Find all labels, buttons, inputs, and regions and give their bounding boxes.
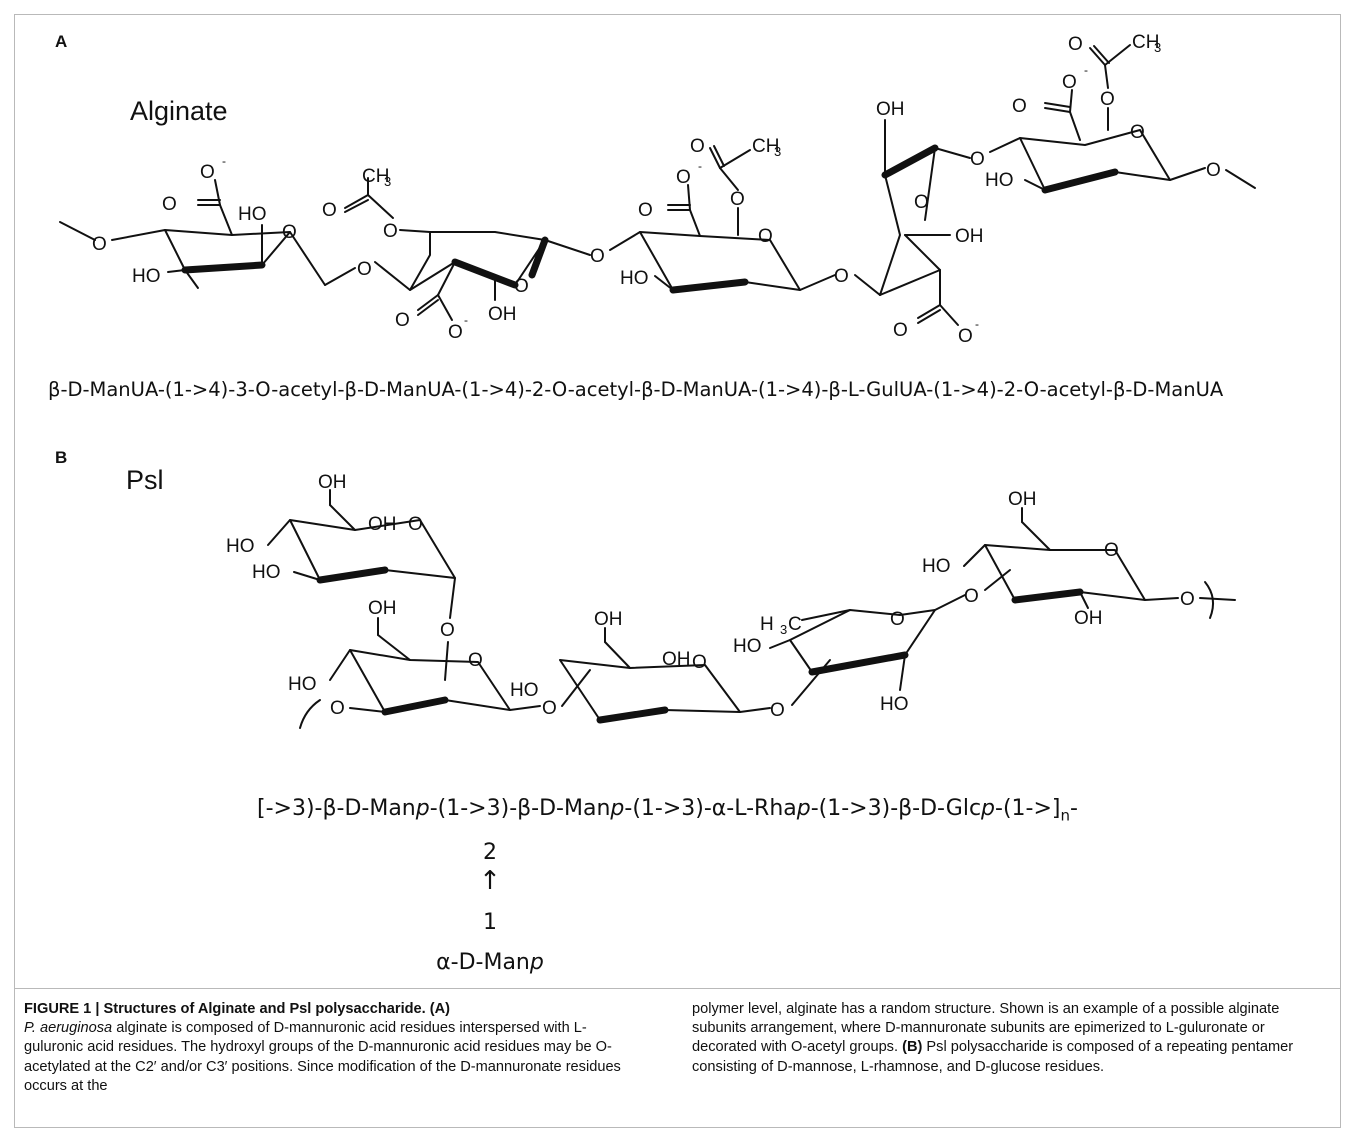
svg-text:O: O: [1062, 72, 1077, 93]
svg-text:HO: HO: [880, 694, 909, 715]
svg-text:O: O: [440, 620, 455, 641]
svg-text:O: O: [322, 200, 337, 221]
svg-text:O: O: [1104, 540, 1119, 561]
svg-text:O: O: [542, 698, 557, 719]
caption-rule: [14, 988, 1341, 989]
alginate-title: Alginate: [130, 96, 228, 126]
svg-text:O: O: [638, 200, 653, 221]
svg-text:O: O: [514, 276, 529, 297]
svg-text:O: O: [330, 698, 345, 719]
svg-text:O: O: [448, 322, 463, 343]
svg-text:OH: OH: [955, 226, 984, 247]
branch-sugar: α-D-Manp: [436, 950, 544, 975]
svg-text:O: O: [970, 149, 985, 170]
svg-text:OH: OH: [488, 304, 517, 325]
svg-text:OH: OH: [594, 609, 623, 630]
svg-text:O: O: [162, 194, 177, 215]
svg-text:HO: HO: [733, 636, 762, 657]
svg-text:OH: OH: [1008, 489, 1037, 510]
svg-text:HO: HO: [922, 556, 951, 577]
branch-arrow-icon: ↑: [479, 866, 501, 896]
atom-o: O: [92, 234, 107, 255]
svg-text:O: O: [964, 586, 979, 607]
svg-text:O: O: [834, 266, 849, 287]
alginate-sequence: β-D-ManUA-(1->4)-3-O-acetyl-β-D-ManUA-(1…: [48, 378, 1224, 401]
svg-text:-: -: [1084, 63, 1088, 77]
branch-position-top: 2: [483, 840, 497, 865]
svg-text:-: -: [975, 317, 979, 331]
svg-text:HO: HO: [132, 266, 161, 287]
panel-b-label: B: [55, 448, 68, 467]
svg-text:O: O: [690, 136, 705, 157]
caption-column-2: polymer level, alginate has a random str…: [692, 1001, 1294, 1075]
svg-text:O: O: [890, 609, 905, 630]
svg-text:H: H: [760, 614, 774, 635]
svg-text:HO: HO: [985, 170, 1014, 191]
psl-title: Psl: [126, 465, 164, 495]
svg-text:O: O: [590, 246, 605, 267]
svg-text:-: -: [222, 154, 226, 168]
svg-text:CH: CH: [1132, 32, 1159, 53]
svg-text:O: O: [1012, 96, 1027, 117]
svg-text:OH: OH: [368, 514, 397, 535]
figure-frame: [14, 14, 1341, 1128]
svg-text:OH: OH: [662, 649, 691, 670]
caption-column-1: FIGURE 1 | Structures of Alginate and Ps…: [24, 1001, 621, 1094]
svg-text:OH: OH: [318, 472, 347, 493]
svg-text:HO: HO: [238, 204, 267, 225]
svg-text:O: O: [395, 310, 410, 331]
svg-text:HO: HO: [252, 562, 281, 583]
psl-sequence: [->3)-β-D-Manp-(1->3)-β-D-Manp-(1->3)-α-…: [257, 796, 1078, 825]
svg-text:O: O: [692, 652, 707, 673]
svg-text:O: O: [1068, 34, 1083, 55]
svg-text:-: -: [464, 313, 468, 327]
svg-text:OH: OH: [368, 598, 397, 619]
svg-text:-: -: [698, 159, 702, 173]
svg-text:3: 3: [774, 144, 781, 159]
svg-text:O: O: [758, 226, 773, 247]
svg-text:OH: OH: [1074, 608, 1103, 629]
svg-text:O: O: [1130, 122, 1145, 143]
svg-text:O: O: [893, 320, 908, 341]
svg-text:3: 3: [1154, 40, 1161, 55]
svg-text:HO: HO: [620, 268, 649, 289]
svg-text:O: O: [770, 700, 785, 721]
svg-text:HO: HO: [510, 680, 539, 701]
branch-position-bottom: 1: [483, 910, 497, 935]
svg-text:O: O: [1100, 89, 1115, 110]
panel-a-label: A: [55, 32, 68, 51]
svg-text:O: O: [468, 650, 483, 671]
svg-text:CH: CH: [752, 136, 779, 157]
svg-text:O: O: [676, 167, 691, 188]
svg-text:O: O: [1206, 160, 1221, 181]
svg-text:O: O: [383, 221, 398, 242]
svg-text:HO: HO: [288, 674, 317, 695]
svg-text:3: 3: [780, 622, 787, 637]
svg-text:OH: OH: [876, 99, 905, 120]
svg-text:HO: HO: [226, 536, 255, 557]
svg-text:O: O: [200, 162, 215, 183]
svg-text:O: O: [914, 192, 929, 213]
svg-text:3: 3: [384, 174, 391, 189]
svg-text:O: O: [730, 189, 745, 210]
svg-text:O: O: [408, 514, 423, 535]
svg-text:O: O: [357, 259, 372, 280]
svg-text:CH: CH: [362, 166, 389, 187]
svg-text:O: O: [1180, 589, 1195, 610]
svg-text:C: C: [788, 614, 802, 635]
svg-text:O: O: [958, 326, 973, 347]
